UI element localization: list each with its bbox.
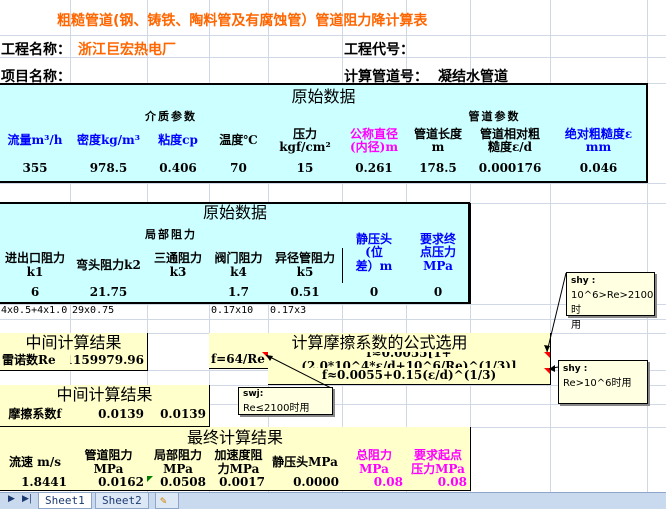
table1-header: 绝对粗糙度ε mm bbox=[550, 125, 648, 158]
friction-value[interactable]: 0.0139 bbox=[147, 404, 210, 427]
error-marker bbox=[147, 476, 153, 482]
gridline bbox=[0, 385, 666, 386]
item-label: 项目名称： bbox=[1, 69, 71, 85]
end-pressure-header: 要求终 点压力 MPa bbox=[406, 223, 471, 284]
final-header: 流速 m/s bbox=[0, 449, 71, 477]
final-value-cell[interactable]: 0.08 bbox=[342, 476, 407, 491]
comment-marker bbox=[544, 352, 550, 358]
comment-author: shy : bbox=[563, 364, 588, 374]
intermediate-title: 中间计算结果 bbox=[0, 385, 210, 405]
sheet-tab-bar: ▶ ▶| Sheet1 Sheet2 ✎ bbox=[0, 492, 666, 509]
final-header: 静压头MPa bbox=[268, 449, 343, 477]
tab-sheet1[interactable]: Sheet1 bbox=[38, 493, 92, 509]
table1-value-cell[interactable]: 15 bbox=[268, 157, 343, 182]
scroll-next-sheet-icon[interactable]: ▶ bbox=[8, 494, 15, 504]
local-resistance-header: 异径管阻力 k5 bbox=[268, 248, 343, 284]
final-header: 要求起点 压力MPa bbox=[406, 449, 471, 477]
comment-marker bbox=[544, 368, 550, 374]
formula-turbulent[interactable]: f≈0.0055+0.15(ε/d)^(1/3) bbox=[268, 368, 551, 385]
sheet-title: 粗糙管道(钢、铸铁、陶料管及有腐蚀管）管道阻力降计算表 bbox=[57, 13, 428, 29]
comment-author: shy : bbox=[571, 276, 596, 286]
table1-header: 管道长度 m bbox=[406, 125, 471, 158]
table1-header: 公称直径 (内径)m bbox=[342, 125, 407, 158]
comment-text: Re≤2100时用 bbox=[243, 402, 310, 414]
final-header: 加速度阻 力MPa bbox=[209, 449, 269, 477]
table1-value-cell[interactable]: 0.261 bbox=[342, 157, 407, 182]
note-k2: 29x0.75 bbox=[72, 305, 115, 316]
gridline bbox=[0, 35, 666, 36]
final-header: 局部阻力 MPa bbox=[147, 449, 210, 477]
scroll-last-sheet-icon[interactable]: ▶| bbox=[22, 494, 32, 504]
gridline bbox=[0, 57, 666, 58]
final-value-cell[interactable]: 0.0162 bbox=[70, 476, 148, 491]
gridline bbox=[647, 0, 648, 492]
table1-header: 密度kg/m³ bbox=[70, 125, 148, 158]
gridline bbox=[0, 319, 666, 320]
final-value-cell[interactable]: 1.8441 bbox=[0, 476, 71, 491]
comment-box: swj: Re≤2100时用 bbox=[238, 387, 333, 415]
final-value-cell[interactable]: 0.08 bbox=[406, 476, 471, 491]
reynolds-value[interactable]: 1159979.96 bbox=[70, 352, 148, 371]
comment-box: shy : Re>10^6时用 bbox=[558, 360, 648, 404]
pipe-no-value[interactable]: 凝结水管道 bbox=[438, 69, 508, 85]
note-k1: 4x0.5+4x1.0 bbox=[1, 305, 68, 316]
local-resistance-header: 三通阻力 k3 bbox=[147, 248, 210, 284]
friction-label: 摩擦系数f bbox=[0, 404, 71, 427]
project-label: 工程名称： bbox=[1, 42, 71, 58]
gridline bbox=[0, 183, 666, 184]
table1-header: 压力kgf/cm² bbox=[268, 125, 343, 158]
gridline bbox=[0, 304, 666, 305]
friction-value[interactable]: 0.0139 bbox=[70, 404, 148, 427]
gridline bbox=[550, 0, 551, 492]
gridline bbox=[0, 404, 666, 405]
comment-text: 10^6>Re>2100时 用 bbox=[571, 289, 654, 331]
note-k5: 0.17x3 bbox=[270, 305, 307, 316]
static-head-header: 静压头 (位 差）m bbox=[342, 223, 407, 284]
tab-sheet2[interactable]: Sheet2 bbox=[95, 493, 149, 509]
comment-box: shy : 10^6>Re>2100时 用 bbox=[566, 272, 655, 331]
comment-text: Re>10^6时用 bbox=[563, 377, 632, 389]
group-local-resistance: 局部阻力 bbox=[0, 223, 343, 249]
formula-laminar[interactable]: f=64/Re bbox=[209, 352, 269, 369]
table1-header: 温度℃ bbox=[209, 125, 269, 158]
insert-sheet-button[interactable]: ✎ bbox=[155, 493, 179, 509]
comment-marker bbox=[262, 352, 268, 358]
local-resistance-header: 进出口阻力 k1 bbox=[0, 248, 71, 284]
reynolds-label: 雷诺数Re bbox=[0, 352, 71, 371]
pipe-no-label: 计算管道号： bbox=[344, 69, 428, 85]
comment-author: swj: bbox=[243, 389, 264, 399]
note-k4: 0.17x10 bbox=[211, 305, 254, 316]
formula-title: 计算摩擦系数的公式选用 bbox=[209, 333, 551, 353]
table1-title: 原始数据 bbox=[0, 84, 648, 111]
project-value[interactable]: 浙江巨宏热电厂 bbox=[78, 42, 176, 58]
table1-header: 流量m³/h bbox=[0, 125, 71, 158]
final-value-cell[interactable]: 0.0000 bbox=[268, 476, 343, 491]
final-value-cell[interactable]: 0.0017 bbox=[209, 476, 269, 491]
table1-value-cell[interactable]: 978.5 bbox=[70, 157, 148, 182]
table1-value-cell[interactable]: 0.000176 bbox=[470, 157, 551, 182]
code-label: 工程代号： bbox=[344, 42, 414, 58]
new-sheet-icon: ✎ bbox=[160, 494, 167, 507]
final-value-cell[interactable]: 0.0508 bbox=[147, 476, 210, 491]
